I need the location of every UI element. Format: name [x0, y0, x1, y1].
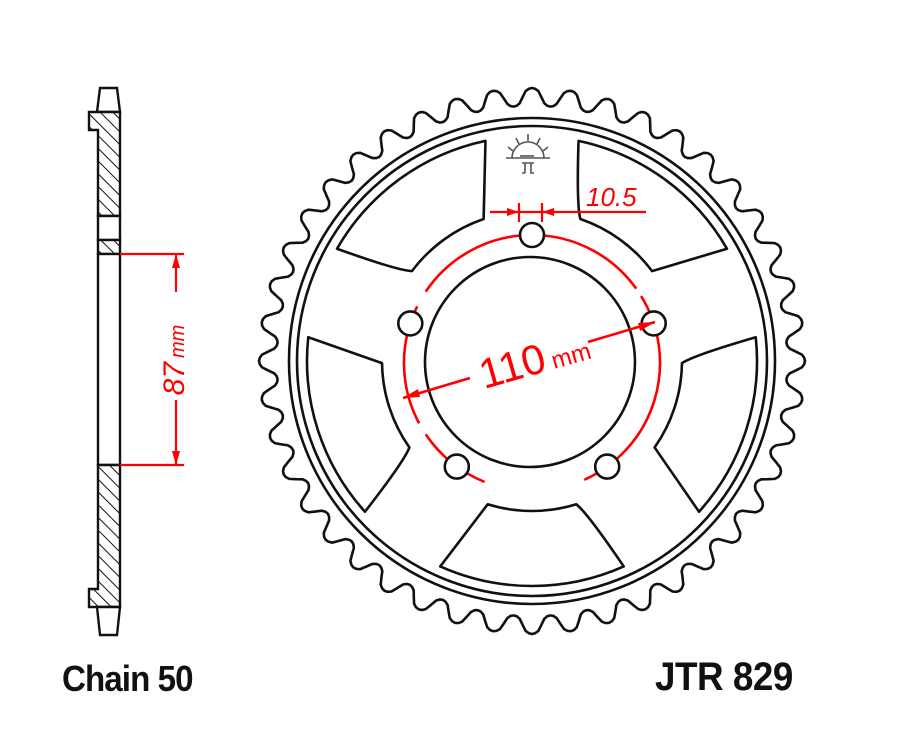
lightening-cutouts	[305, 139, 759, 588]
bolt-hole	[593, 453, 621, 480]
bolt-hole	[443, 453, 471, 480]
side-profile	[87, 86, 122, 637]
pcd-dimension-label: 110mm	[474, 321, 596, 397]
bolt-hole-dimension-label: 10.5	[586, 182, 637, 212]
cutout	[438, 503, 626, 588]
bolt-hole	[396, 310, 424, 337]
sprocket-teeth-outline	[257, 86, 807, 636]
center-bore	[423, 255, 637, 469]
cutout	[653, 335, 759, 514]
chain-size-label: Chain 50	[62, 658, 194, 699]
bolt-hole-dimension	[490, 203, 646, 222]
pcd-dimension	[402, 320, 656, 400]
cutout	[305, 335, 411, 514]
offset-dimension-label: 87mm	[158, 325, 191, 396]
jt-logo-icon	[506, 134, 550, 174]
cutout	[576, 139, 729, 273]
outer-ring-outer	[287, 116, 777, 606]
part-number-label: JTR 829	[655, 655, 793, 699]
bolt-hole	[518, 221, 546, 249]
offset-dimension	[120, 252, 184, 467]
outer-ring-inner	[295, 124, 769, 598]
cutout	[335, 139, 487, 273]
